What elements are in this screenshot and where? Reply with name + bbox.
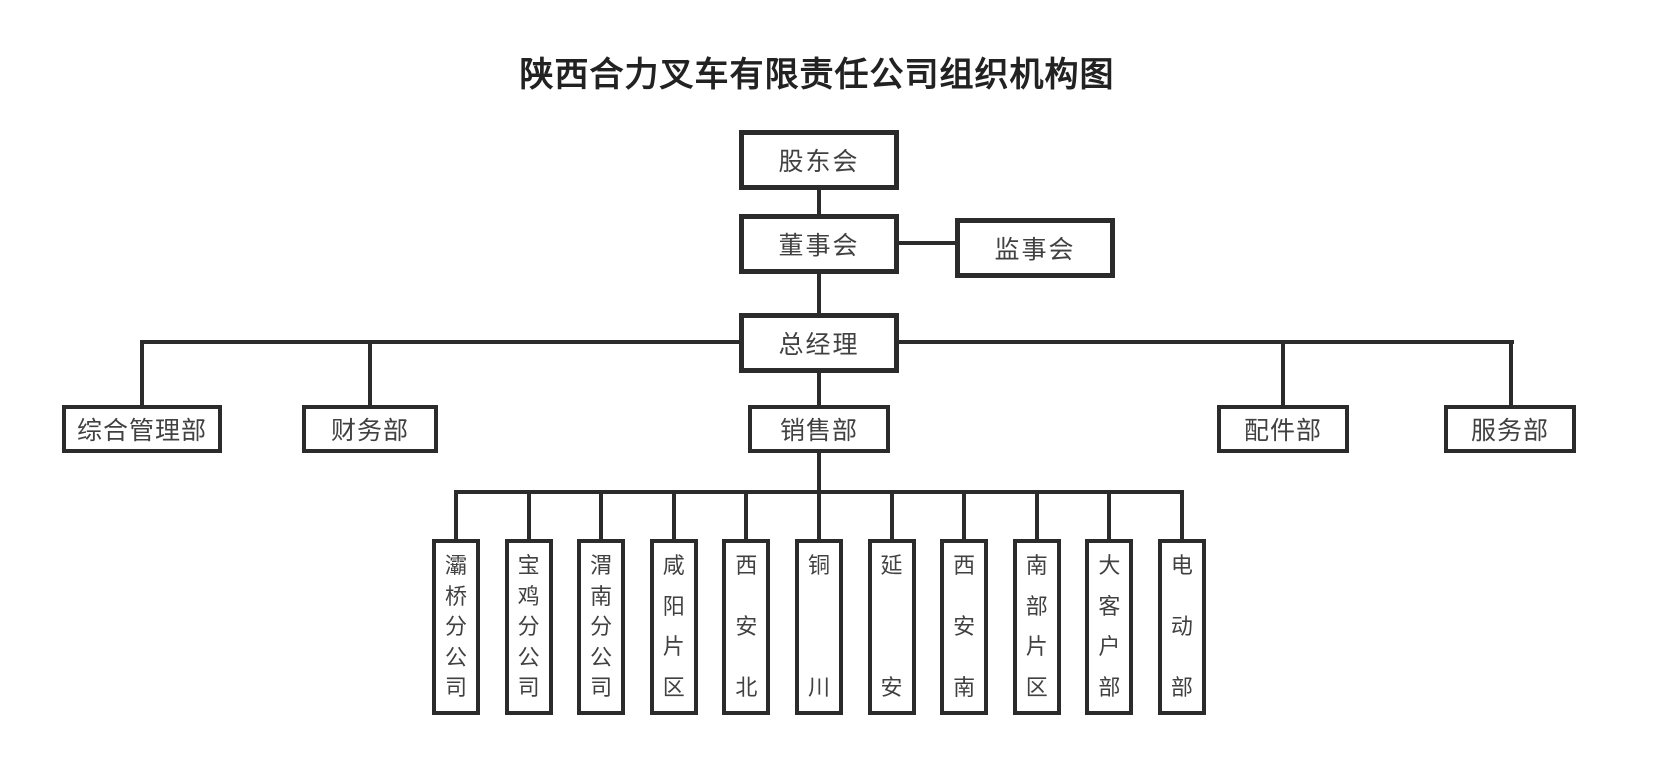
branch-label-char: 分 xyxy=(517,614,540,639)
branch-label-char: 铜 xyxy=(807,553,830,578)
node-dept-finance: 财务部 xyxy=(302,405,438,453)
branch-box-3: 咸阳片区 xyxy=(649,490,698,715)
connector-branch-drop xyxy=(599,490,604,543)
connector-branch-drop xyxy=(962,490,967,543)
branch-label-char: 分 xyxy=(590,614,613,639)
connector-branch-drop xyxy=(889,490,894,543)
branch-label-char: 鸡 xyxy=(517,583,540,609)
branch-box-10: 电动部 xyxy=(1157,490,1206,715)
branch-label-char: 阳 xyxy=(662,593,685,619)
branch-box-2: 渭南分公司 xyxy=(577,490,626,715)
node-dept-parts-label: 配件部 xyxy=(1243,418,1322,445)
branch-box-7: 西安南 xyxy=(940,490,989,715)
branch-box-8: 南部片区 xyxy=(1012,490,1061,715)
connector-branch-drop xyxy=(454,490,458,543)
branch-label-char: 西 xyxy=(953,553,976,578)
branch-label-char: 川 xyxy=(807,675,830,700)
branch-label-char: 西 xyxy=(735,553,758,578)
connector-drop-finance xyxy=(368,340,372,407)
node-general-manager: 总经理 xyxy=(739,313,899,373)
connector-shareholders-board xyxy=(817,187,821,217)
branch-label-char: 公 xyxy=(444,644,467,670)
connector-branch-drop xyxy=(526,490,531,543)
connector-branch-drop xyxy=(1179,490,1184,543)
branch-label-char: 北 xyxy=(735,675,758,700)
node-dept-general-management-label: 综合管理部 xyxy=(76,418,207,445)
connector-drop-general-management xyxy=(140,340,144,407)
connector-drop-parts xyxy=(1281,340,1285,407)
branch-label-char: 宝 xyxy=(517,553,540,578)
branch-label-char: 灞 xyxy=(444,553,467,578)
node-supervisors-label: 监事会 xyxy=(994,237,1076,264)
sales-branches-row: 灞桥分公司宝鸡分公司渭南分公司咸阳片区西安北铜川延安西安南南部片区大客户部电动部 xyxy=(432,490,1206,715)
branch-label-char: 片 xyxy=(1025,634,1048,660)
branch-label-char: 户 xyxy=(1098,634,1121,660)
branch-label-char: 咸 xyxy=(662,553,685,578)
node-shareholders-label: 股东会 xyxy=(778,149,860,176)
branch-label-char: 桥 xyxy=(444,583,467,609)
branch-label-char: 安 xyxy=(735,614,758,639)
connector-board-gm xyxy=(817,271,821,316)
node-dept-sales: 销售部 xyxy=(748,405,890,453)
branch-box-5: 铜川 xyxy=(794,490,843,715)
node-dept-service-label: 服务部 xyxy=(1470,418,1549,445)
connector-branch-drop xyxy=(744,490,749,543)
node-board: 董事会 xyxy=(739,214,899,274)
branch-label-char: 安 xyxy=(953,614,976,639)
branch-label-char: 公 xyxy=(517,644,540,670)
branch-label-char: 分 xyxy=(444,614,467,639)
branch-label-char: 部 xyxy=(1170,675,1193,700)
branch-label-char: 大 xyxy=(1098,553,1121,578)
branch-label-char: 司 xyxy=(444,675,467,700)
branch-label-char: 南 xyxy=(953,675,976,700)
node-dept-parts: 配件部 xyxy=(1217,405,1349,453)
branch-label-char: 部 xyxy=(1025,593,1048,619)
branch-label-char: 区 xyxy=(662,674,685,700)
branch-label-char: 部 xyxy=(1098,674,1121,700)
branch-label-char: 渭 xyxy=(590,553,613,578)
node-dept-sales-label: 销售部 xyxy=(779,418,858,445)
branch-label-char: 动 xyxy=(1170,614,1193,639)
node-shareholders: 股东会 xyxy=(739,130,899,190)
node-dept-finance-label: 财务部 xyxy=(330,418,409,445)
branch-label-char: 延 xyxy=(880,553,903,578)
connector-branch-drop xyxy=(671,490,676,543)
branch-label-char: 区 xyxy=(1025,674,1048,700)
connector-branch-drop xyxy=(816,490,821,543)
node-dept-general-management: 综合管理部 xyxy=(62,405,222,453)
branch-label-char: 南 xyxy=(1025,553,1048,578)
connector-branch-drop xyxy=(1034,490,1039,543)
node-dept-service: 服务部 xyxy=(1444,405,1576,453)
chart-title: 陕西合力叉车有限责任公司组织机构图 xyxy=(519,56,1115,94)
branch-label-char: 司 xyxy=(517,675,540,700)
node-general-manager-label: 总经理 xyxy=(778,332,860,359)
connector-branch-drop xyxy=(1107,490,1112,543)
branch-label-char: 司 xyxy=(590,675,613,700)
branch-label-char: 公 xyxy=(590,644,613,670)
connector-sales-branches xyxy=(817,451,821,494)
branch-label-char: 安 xyxy=(880,675,903,700)
connector-drop-service xyxy=(1509,340,1513,407)
branch-label-char: 电 xyxy=(1170,553,1193,578)
node-board-label: 董事会 xyxy=(778,233,860,260)
branch-label-char: 南 xyxy=(590,583,613,609)
branch-box-4: 西安北 xyxy=(722,490,771,715)
connector-gm-sales xyxy=(817,368,821,408)
branch-label-char: 客 xyxy=(1098,593,1121,619)
branch-box-0: 灞桥分公司 xyxy=(432,490,480,715)
branch-box-1: 宝鸡分公司 xyxy=(504,490,553,715)
branch-box-6: 延安 xyxy=(867,490,916,715)
node-supervisors: 监事会 xyxy=(955,218,1115,278)
branch-box-9: 大客户部 xyxy=(1085,490,1134,715)
connector-board-supervisors xyxy=(896,241,958,245)
branch-label-char: 片 xyxy=(662,634,685,660)
